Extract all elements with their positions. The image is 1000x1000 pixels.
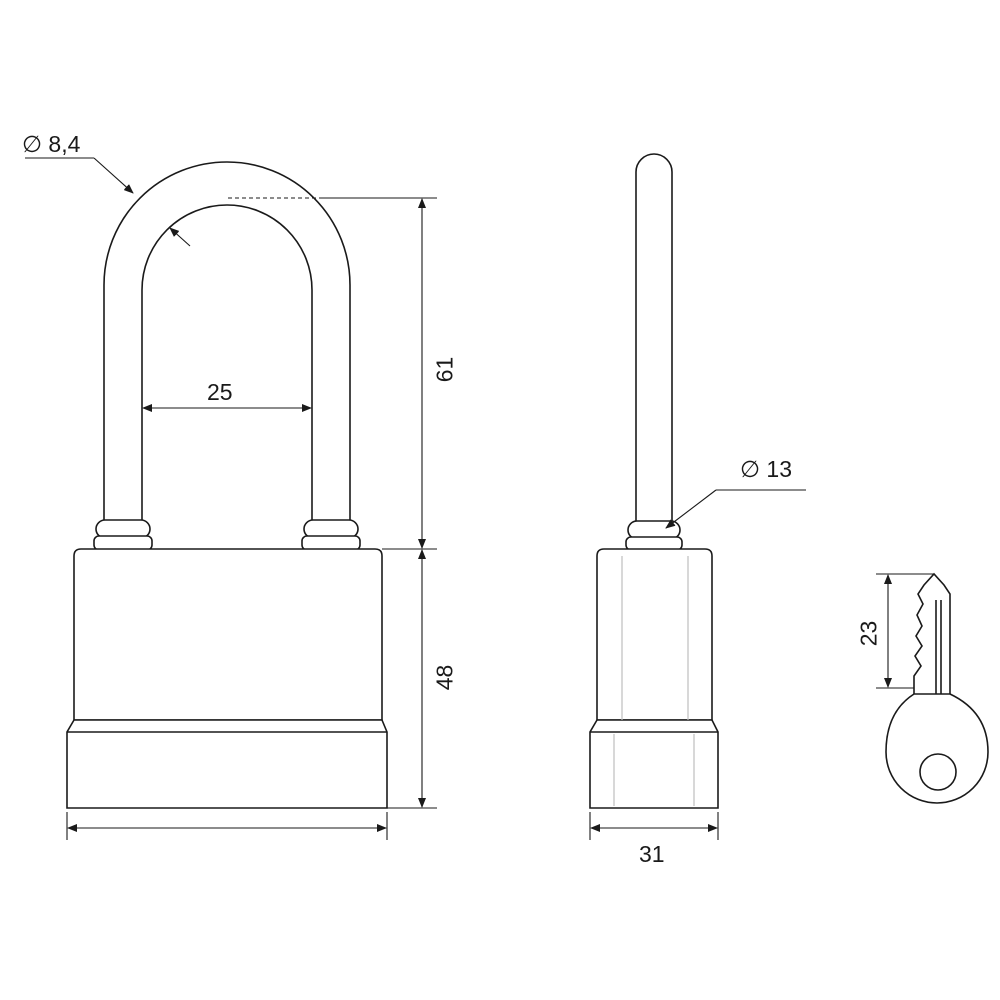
side-body-upper (596, 548, 713, 721)
front-right-ring-bottom (301, 535, 361, 551)
dia84-inner-arrow (169, 227, 191, 247)
key-bow (885, 693, 989, 804)
label-shackle-diameter: ∅ 8,4 (22, 131, 81, 157)
label-side-diameter: ∅ 13 (740, 456, 793, 482)
side-view (589, 153, 719, 809)
label-shackle-inner-width: 25 (207, 379, 233, 405)
side-ring-bottom (625, 536, 683, 551)
side-shading (613, 556, 695, 806)
dia84-leader-diagonal (93, 157, 134, 194)
side-shackle (635, 153, 673, 529)
label-body-depth: 31 (639, 841, 665, 867)
front-left-ring-bottom (93, 535, 153, 551)
key-hole (919, 753, 957, 791)
front-body-upper (73, 548, 383, 721)
key-blade (913, 572, 951, 711)
label-shackle-height: 61 (431, 356, 458, 383)
front-shackle (103, 161, 351, 526)
side-body-bumper (589, 719, 719, 809)
label-key-length: 23 (855, 620, 882, 647)
dia13-leader-diagonal (665, 489, 717, 529)
front-body-bumper (66, 719, 388, 809)
label-body-height: 48 (431, 664, 458, 691)
key (885, 572, 989, 804)
front-view (66, 161, 388, 809)
